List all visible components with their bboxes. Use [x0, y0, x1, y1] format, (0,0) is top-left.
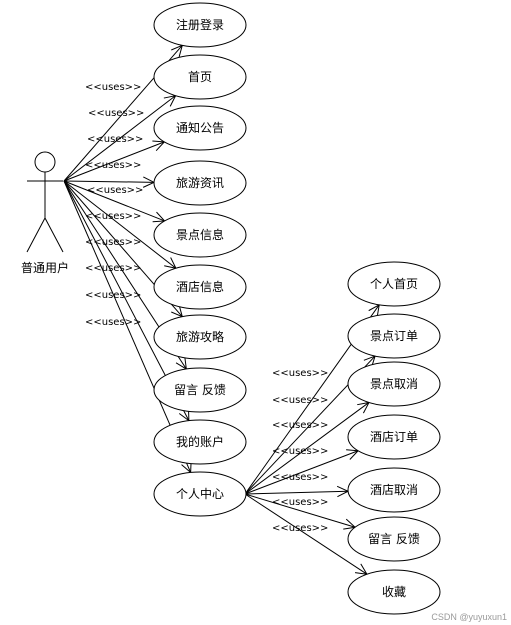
use-case-favorites-label: 收藏	[382, 585, 406, 599]
use-case-announcements-label: 通知公告	[176, 121, 224, 135]
use-case-scenic-order-label: 景点订单	[370, 329, 418, 343]
use-case-register-login[interactable]: 注册登录	[153, 2, 247, 48]
use-case-hotel-cancel-label: 酒店取消	[370, 483, 418, 497]
use-case-hotel-order[interactable]: 酒店订单	[347, 414, 441, 460]
use-case-scenic-order[interactable]: 景点订单	[347, 313, 441, 359]
uses-label-primary-3: <<uses>>	[87, 134, 143, 145]
use-case-personal-feedback[interactable]: 留言 反馈	[347, 516, 441, 562]
uses-label-primary-8: <<uses>>	[85, 263, 141, 274]
actor-left-leg	[26, 217, 46, 253]
use-case-hotel-info-label: 酒店信息	[176, 279, 224, 294]
use-case-travel-guide-label: 旅游攻略	[176, 329, 224, 344]
use-case-home-ellipse	[153, 54, 247, 100]
uses-label-primary-1: <<uses>>	[85, 82, 141, 93]
use-case-personal-feedback-label: 留言 反馈	[368, 532, 420, 546]
use-case-hotel-order-label: 酒店订单	[370, 430, 418, 444]
use-case-scenic-spot-info-ellipse	[153, 212, 247, 258]
uses-label-secondary-5: <<uses>>	[272, 472, 328, 483]
use-case-scenic-cancel-label: 景点取消	[370, 377, 418, 391]
association-line-secondary-7	[244, 493, 368, 575]
actor-stick-figure	[26, 151, 64, 253]
use-case-my-account-label: 我的账户	[176, 434, 224, 449]
use-case-travel-guide-ellipse	[153, 314, 247, 360]
use-case-home[interactable]: 首页	[153, 54, 247, 100]
use-case-personal-home[interactable]: 个人首页	[347, 261, 441, 307]
use-case-travel-news[interactable]: 旅游资讯	[153, 160, 247, 206]
use-case-personal-center-ellipse	[153, 471, 247, 517]
use-case-my-account-ellipse	[153, 419, 247, 465]
uses-label-primary-10: <<uses>>	[85, 317, 141, 328]
association-line-secondary-4	[244, 450, 359, 495]
use-case-travel-news-ellipse	[153, 160, 247, 206]
use-case-home-label: 首页	[188, 70, 212, 84]
association-line-primary-2	[63, 95, 176, 182]
use-case-favorites-ellipse	[347, 569, 441, 615]
uses-label-primary-2: <<uses>>	[88, 108, 144, 119]
use-case-scenic-cancel[interactable]: 景点取消	[347, 361, 441, 407]
actor-head	[34, 151, 56, 173]
uses-label-primary-6: <<uses>>	[85, 211, 141, 222]
uses-label-secondary-4: <<uses>>	[272, 446, 328, 457]
association-line-primary-5	[63, 180, 165, 222]
association-line-secondary-5	[244, 490, 349, 495]
uses-label-primary-7: <<uses>>	[85, 237, 141, 248]
use-case-hotel-cancel[interactable]: 酒店取消	[347, 467, 441, 513]
association-line-primary-6	[63, 180, 177, 269]
actor-right-leg	[44, 217, 64, 253]
use-case-scenic-cancel-ellipse	[347, 361, 441, 407]
use-case-personal-feedback-ellipse	[347, 516, 441, 562]
uses-label-primary-4: <<uses>>	[85, 160, 141, 171]
use-case-personal-home-ellipse	[347, 261, 441, 307]
association-line-primary-3	[63, 141, 165, 182]
use-case-my-account[interactable]: 我的账户	[153, 419, 247, 465]
use-case-hotel-order-ellipse	[347, 414, 441, 460]
use-case-travel-guide[interactable]: 旅游攻略	[153, 314, 247, 360]
use-case-hotel-info[interactable]: 酒店信息	[153, 264, 247, 310]
uses-label-primary-5: <<uses>>	[87, 185, 143, 196]
use-case-register-login-label: 注册登录	[176, 17, 224, 32]
use-case-personal-center[interactable]: 个人中心	[153, 471, 247, 517]
use-case-feedback-label: 留言 反馈	[174, 383, 226, 397]
use-case-register-login-ellipse	[153, 2, 247, 48]
use-case-scenic-spot-info-label: 景点信息	[176, 227, 224, 242]
uses-label-secondary-7: <<uses>>	[272, 523, 328, 534]
uses-label-secondary-1: <<uses>>	[272, 368, 328, 379]
actor-label: 普通用户	[21, 260, 69, 275]
uses-label-secondary-2: <<uses>>	[272, 395, 328, 406]
use-case-scenic-spot-info[interactable]: 景点信息	[153, 212, 247, 258]
association-line-primary-10	[63, 180, 192, 473]
uses-label-secondary-6: <<uses>>	[272, 497, 328, 508]
uses-label-secondary-3: <<uses>>	[272, 420, 328, 431]
use-case-personal-center-label: 个人中心	[176, 486, 224, 501]
use-case-announcements[interactable]: 通知公告	[153, 105, 247, 151]
use-case-favorites[interactable]: 收藏	[347, 569, 441, 615]
use-case-scenic-order-ellipse	[347, 313, 441, 359]
association-line-secondary-6	[244, 493, 356, 528]
use-case-hotel-info-ellipse	[153, 264, 247, 310]
association-line-secondary-3	[244, 402, 370, 495]
use-case-feedback[interactable]: 留言 反馈	[153, 367, 247, 413]
use-case-hotel-cancel-ellipse	[347, 467, 441, 513]
watermark: CSDN @yuyuxun1	[431, 612, 507, 622]
association-line-primary-4	[63, 180, 155, 183]
use-case-feedback-ellipse	[153, 367, 247, 413]
use-case-personal-home-label: 个人首页	[370, 277, 418, 291]
use-case-travel-news-label: 旅游资讯	[176, 176, 224, 190]
use-case-announcements-ellipse	[153, 105, 247, 151]
uses-label-primary-9: <<uses>>	[85, 290, 141, 301]
